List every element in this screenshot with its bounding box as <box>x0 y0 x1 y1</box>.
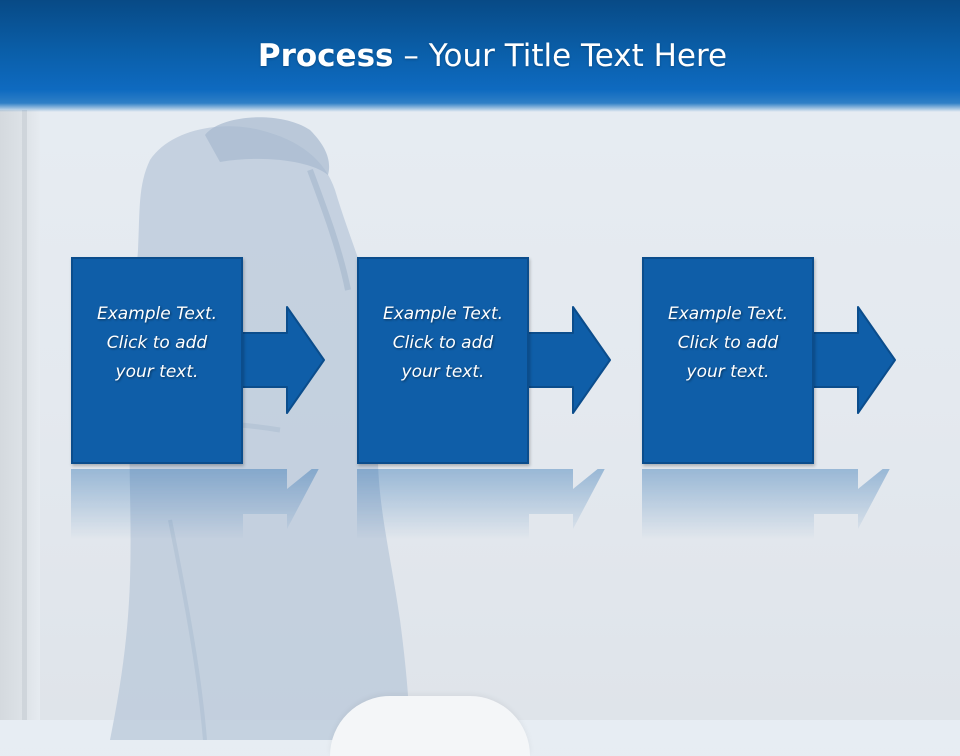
slide-title[interactable]: Process – Your Title Text Here <box>0 38 960 74</box>
background-bowl <box>330 696 530 756</box>
step-text: Example Text. Click to add your text. <box>382 303 504 382</box>
background-wall <box>0 110 40 720</box>
background-wall-edge <box>22 110 27 720</box>
step-reflection <box>642 469 902 539</box>
step-text: Example Text. Click to add your text. <box>667 303 789 382</box>
step-reflection <box>357 469 617 539</box>
right-arrow-icon <box>525 306 611 414</box>
step-box[interactable]: Example Text. Click to add your text. <box>357 257 529 464</box>
right-arrow-icon <box>810 306 896 414</box>
slide-title-bold: Process <box>257 38 394 74</box>
step-box[interactable]: Example Text. Click to add your text. <box>71 257 243 464</box>
right-arrow-icon <box>239 306 325 414</box>
step-reflection <box>71 469 331 539</box>
step-box[interactable]: Example Text. Click to add your text. <box>642 257 814 464</box>
slide-title-text: – Your Title Text Here <box>393 38 728 74</box>
step-text: Example Text. Click to add your text. <box>96 303 218 382</box>
title-bar <box>0 0 960 112</box>
